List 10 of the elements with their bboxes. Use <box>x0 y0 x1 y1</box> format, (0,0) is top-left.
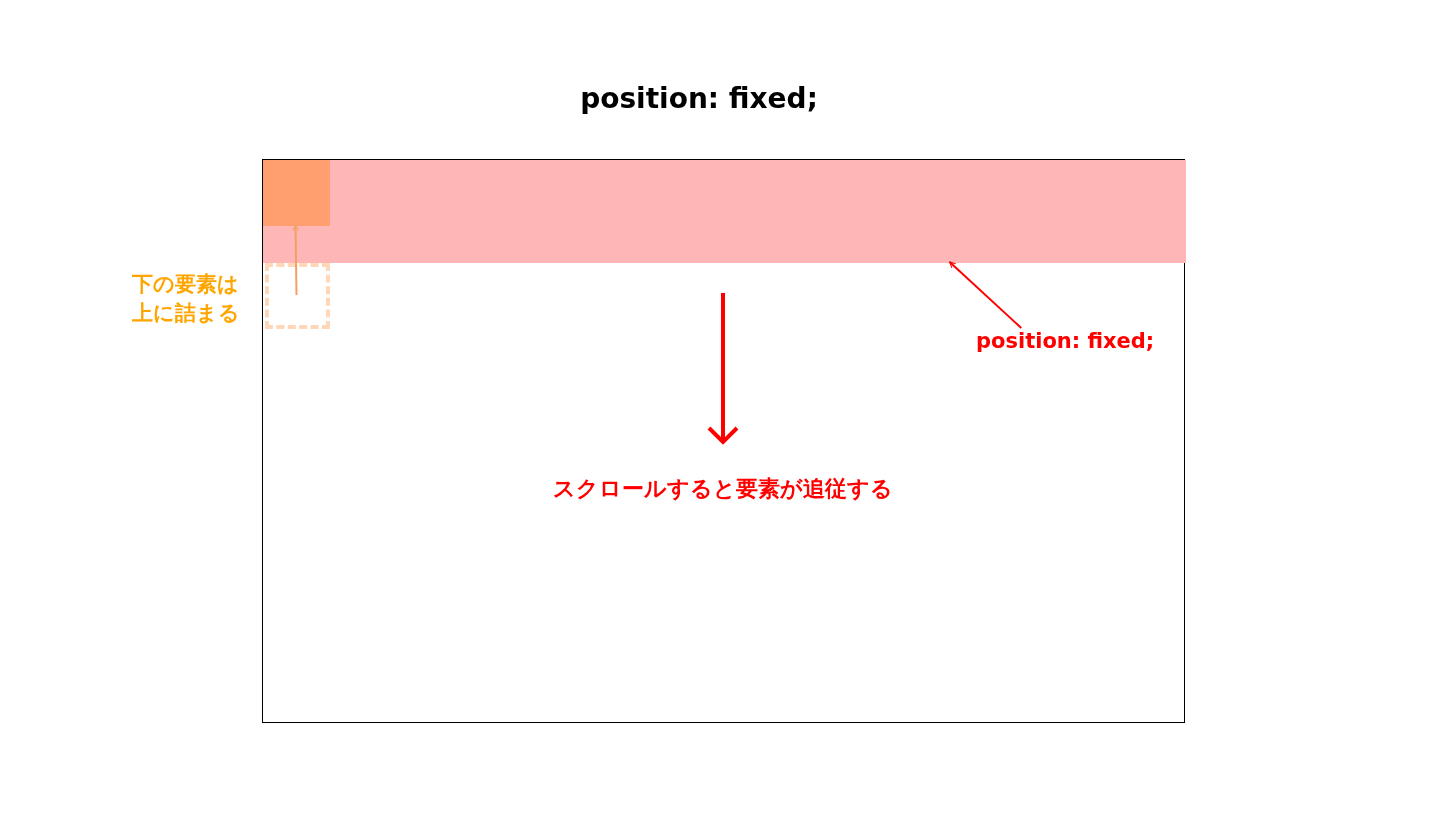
title: position: fixed; <box>579 82 819 115</box>
fixed-element-box <box>263 160 330 226</box>
placeholder-dashed-box <box>265 263 330 329</box>
page-frame <box>262 159 1185 723</box>
fixed-header-bar <box>263 160 1186 263</box>
arrow <box>292 224 299 296</box>
leader-arrow <box>948 261 1023 329</box>
note-text: 下の要素は上に詰まる <box>132 271 241 327</box>
callout-text: position: fixed; <box>976 329 1161 359</box>
caption-text: スクロールすると要素が追従する <box>552 475 894 503</box>
